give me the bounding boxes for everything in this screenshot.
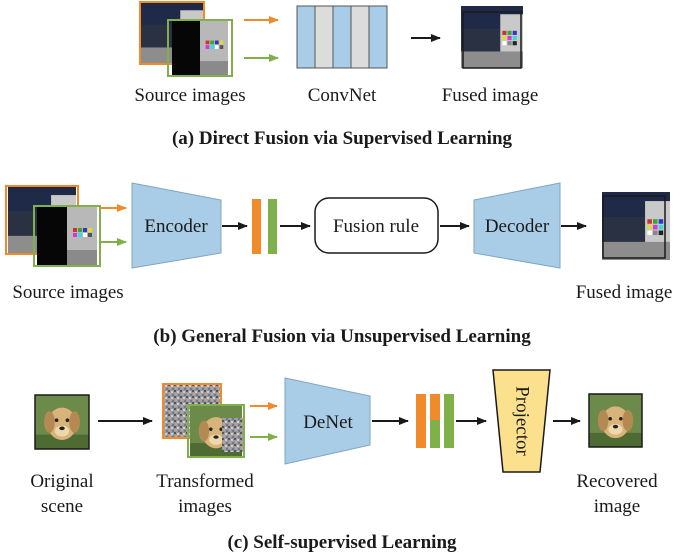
feature-orange bbox=[430, 394, 440, 420]
source-images-label: Source images bbox=[12, 282, 123, 303]
recovered-image-label: Recovered bbox=[576, 471, 658, 492]
conv-layer bbox=[296, 5, 316, 69]
transformed-images bbox=[162, 383, 245, 458]
panel-b-source-images bbox=[5, 185, 101, 267]
transformed-images-label: Transformed bbox=[156, 471, 254, 492]
feature-green bbox=[268, 199, 277, 254]
source-images-label: Source images bbox=[134, 85, 245, 106]
feature-orange bbox=[252, 199, 261, 254]
denet-label: DeNet bbox=[303, 412, 353, 433]
panel-c-caption: (c) Self-supervised Learning bbox=[227, 532, 457, 553]
panel-a-source-images bbox=[139, 1, 233, 77]
projector-block bbox=[492, 369, 551, 473]
feature-orange bbox=[416, 394, 426, 448]
original-scene-frame bbox=[34, 394, 90, 450]
fused-image-frame bbox=[462, 11, 522, 69]
encoder-block bbox=[131, 182, 222, 269]
panel-a: Source images ConvNet Fused image (a) Di… bbox=[134, 1, 539, 149]
fused-image-thumbnail bbox=[602, 192, 670, 260]
convnet-label: ConvNet bbox=[308, 85, 377, 106]
projector-label: Projector bbox=[512, 386, 533, 456]
source-image-frame bbox=[33, 205, 101, 267]
fusion-rule-label: Fusion rule bbox=[333, 216, 419, 237]
original-scene-thumbnail bbox=[35, 395, 89, 449]
panel-a-caption: (a) Direct Fusion via Supervised Learnin… bbox=[172, 128, 513, 149]
feature-green bbox=[444, 394, 454, 448]
conv-layer bbox=[350, 5, 370, 69]
conv-layer bbox=[332, 5, 352, 69]
decoder-label: Decoder bbox=[485, 216, 550, 237]
source-image-thumbnail bbox=[37, 206, 97, 266]
source-image-frame bbox=[167, 19, 233, 77]
feature-green bbox=[430, 420, 440, 448]
recovered-image-frame bbox=[588, 393, 643, 448]
fused-image-frame bbox=[602, 195, 666, 259]
recovered-image-label: image bbox=[594, 496, 640, 517]
original-scene-label: scene bbox=[41, 496, 83, 517]
denet-block bbox=[284, 377, 371, 465]
original-scene-label: Original bbox=[30, 471, 93, 492]
source-image-thumbnail bbox=[172, 20, 228, 76]
panel-c: DeNet Projector Original scene Transform… bbox=[30, 369, 658, 553]
recovered-image-thumbnail bbox=[589, 394, 642, 447]
conv-layer bbox=[368, 5, 388, 69]
transformed-image-frame bbox=[187, 404, 245, 458]
encoder-label: Encoder bbox=[144, 216, 208, 237]
transformed-images-label: images bbox=[178, 496, 232, 517]
panel-b-caption: (b) General Fusion via Unsupervised Lear… bbox=[153, 326, 531, 347]
fused-image-label: Fused image bbox=[442, 85, 539, 106]
conv-layer bbox=[314, 5, 334, 69]
fused-image-label: Fused image bbox=[576, 282, 673, 303]
noise-patch bbox=[222, 418, 244, 452]
fused-image-thumbnail bbox=[461, 6, 523, 68]
fusion-rule-box bbox=[314, 197, 439, 254]
convnet-block bbox=[296, 5, 388, 69]
decoder-block bbox=[473, 182, 561, 269]
panel-b: Encoder Fusion rule Decoder Source image… bbox=[5, 182, 673, 347]
